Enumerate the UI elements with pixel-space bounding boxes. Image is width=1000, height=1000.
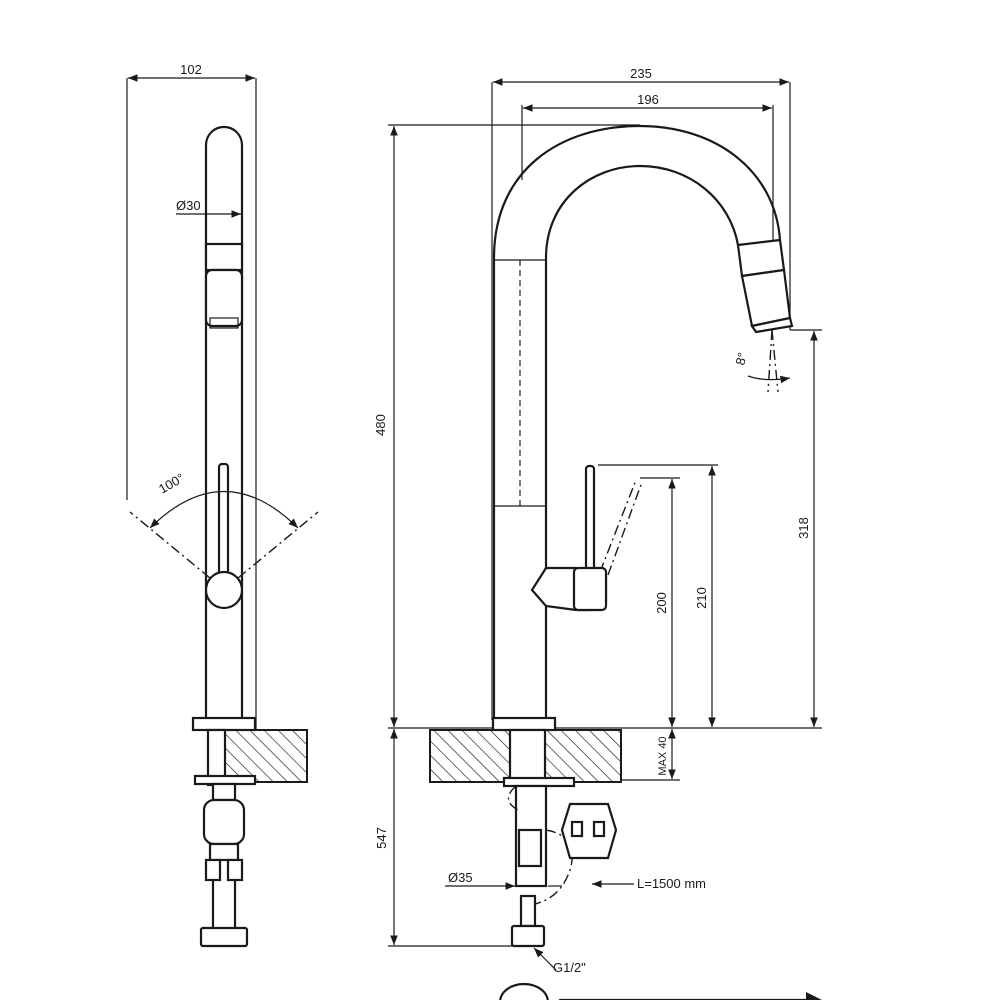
spout-head bbox=[736, 238, 794, 334]
dim-below-length: 547 bbox=[374, 729, 515, 947]
side-lever: 100° bbox=[129, 462, 319, 610]
spout-reach-label: 196 bbox=[637, 92, 659, 107]
total-height-label: 480 bbox=[373, 414, 388, 436]
side-aerator bbox=[204, 242, 244, 272]
max-thickness-label: MAX 40 bbox=[657, 736, 669, 775]
spout-height-label: 318 bbox=[796, 517, 811, 539]
dim-hose-length: L=1500 mm bbox=[592, 876, 706, 891]
side-counter-section bbox=[224, 729, 308, 783]
lever-height-label: 210 bbox=[694, 587, 709, 609]
connection-label: G1/2" bbox=[553, 960, 586, 975]
front-lever bbox=[530, 464, 643, 612]
dim-max-thickness: MAX 40 bbox=[621, 729, 680, 781]
dim-hose-diameter: Ø35 bbox=[445, 870, 562, 890]
side-view: 102 Ø30 100° bbox=[126, 62, 319, 948]
front-view: 235 196 480 8° bbox=[373, 66, 822, 1000]
dim-connection: G1/2" bbox=[533, 947, 586, 975]
dim-front-width: 235 bbox=[491, 66, 791, 720]
spout-angle: 8° bbox=[732, 329, 791, 393]
hose-weight-detail bbox=[560, 802, 618, 860]
hose-length-label: L=1500 mm bbox=[637, 876, 706, 891]
dim-side-diameter: Ø30 bbox=[176, 198, 241, 218]
hose-diameter-label: Ø35 bbox=[448, 870, 473, 885]
bottom-partial-view bbox=[499, 982, 822, 1000]
side-base-plate bbox=[191, 716, 257, 732]
front-counter-right bbox=[544, 729, 622, 783]
front-base-plate bbox=[491, 716, 557, 732]
side-body bbox=[204, 125, 244, 722]
dim-spout-reach: 196 bbox=[521, 92, 774, 330]
dim-lever-height: 210 bbox=[598, 464, 718, 727]
front-spout bbox=[492, 124, 782, 722]
body-height-label: 200 bbox=[654, 592, 669, 614]
dim-total-height: 480 bbox=[373, 124, 640, 727]
lever-angle-label: 100° bbox=[156, 470, 187, 496]
side-connectors bbox=[199, 782, 249, 948]
dim-body-height: 200 bbox=[640, 477, 680, 727]
below-length-label: 547 bbox=[374, 827, 389, 849]
front-counter-left bbox=[429, 729, 511, 783]
dim-side-width: 102 bbox=[126, 62, 257, 730]
front-width-label: 235 bbox=[630, 66, 652, 81]
side-diameter-label: Ø30 bbox=[176, 198, 201, 213]
side-width-label: 102 bbox=[180, 62, 202, 77]
dim-spout-height: 318 bbox=[790, 329, 822, 727]
side-aerator-tip bbox=[204, 268, 244, 328]
front-hose-assembly bbox=[507, 784, 573, 948]
spout-angle-label: 8° bbox=[732, 351, 750, 367]
